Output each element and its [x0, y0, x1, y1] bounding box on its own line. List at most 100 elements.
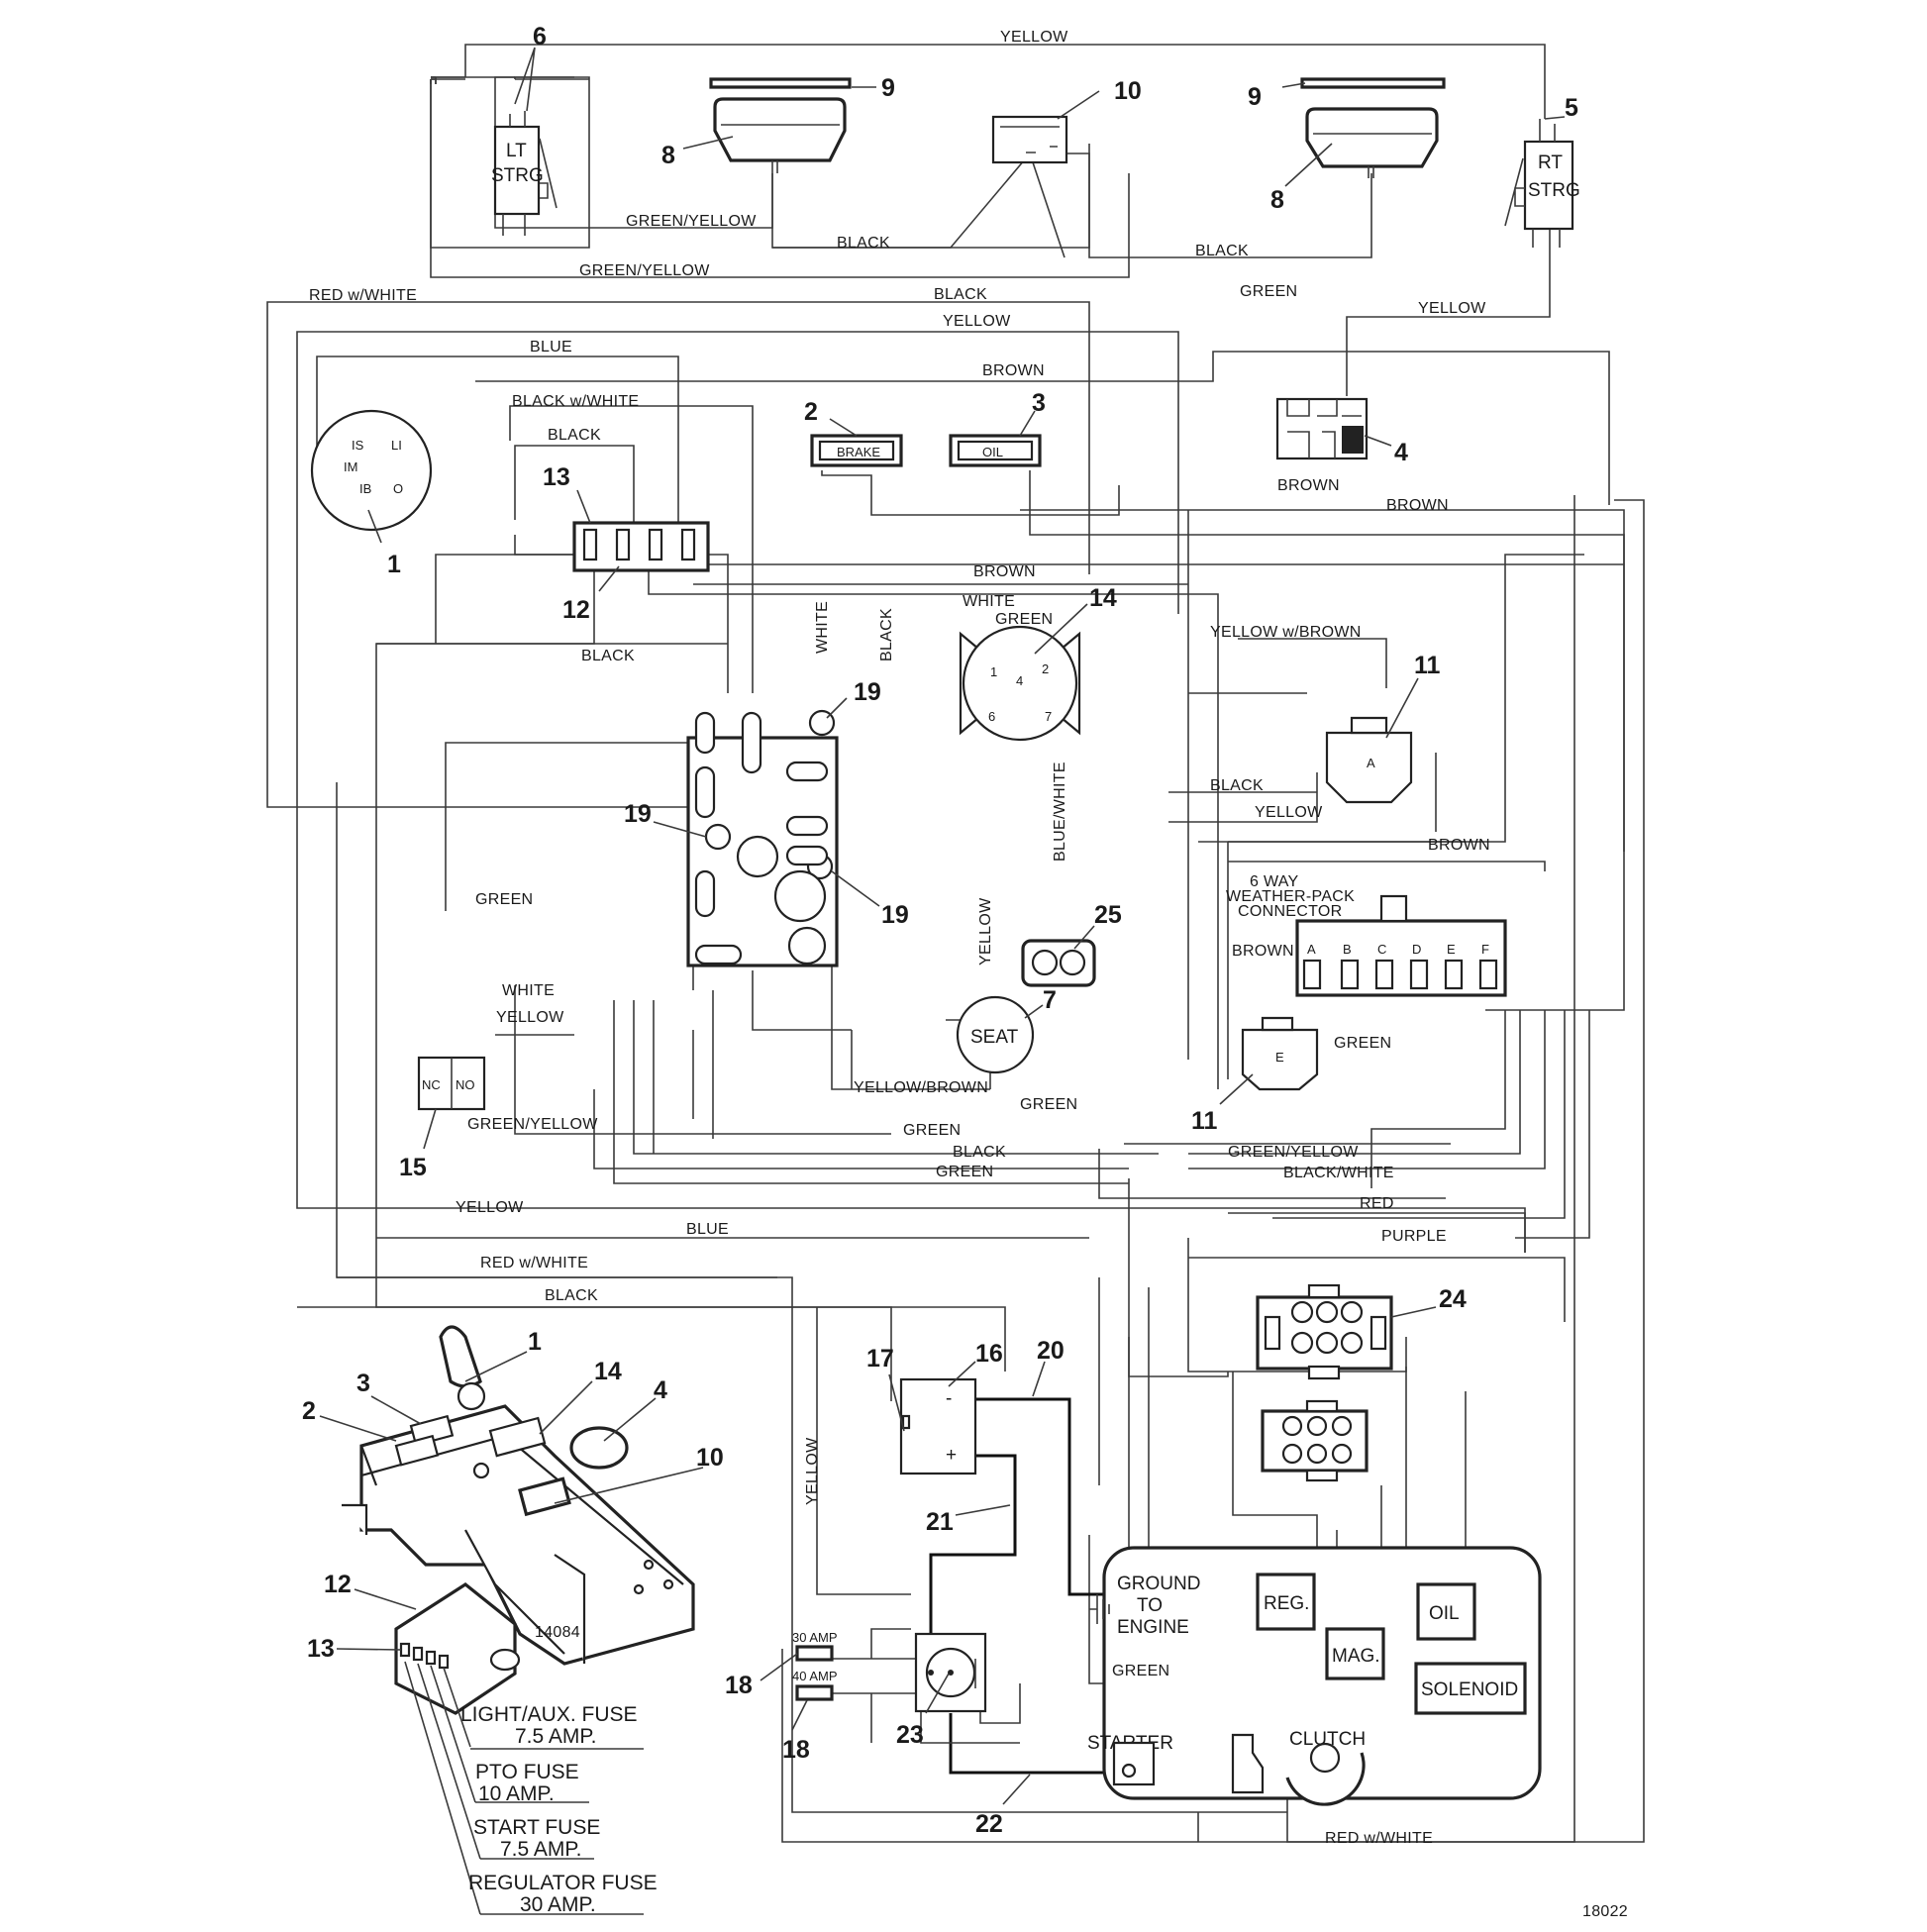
weather-pack-connector: A B C D E F 6 WAY WEATHER-PACK CONNECTOR — [1226, 873, 1507, 997]
wire-label: YELLOW — [943, 313, 1011, 330]
wire-label: BLACK — [953, 1144, 1006, 1161]
sw14-pin6: 6 — [988, 709, 995, 724]
headlight-left — [709, 77, 852, 173]
nc-no-switch: NC NO — [417, 1056, 486, 1111]
battery: - + — [899, 1377, 977, 1475]
weather-pack-line2: WEATHER-PACK — [1226, 888, 1355, 905]
lt-steering-switch: LT STRG — [491, 111, 558, 236]
callout-17: 17 — [866, 1345, 894, 1373]
oil-label: OIL — [982, 445, 1003, 459]
wire-label: BLACK — [548, 427, 601, 444]
key-li: LI — [391, 438, 402, 453]
nc-label: NC — [422, 1077, 441, 1092]
starter-solenoid — [914, 1632, 987, 1713]
callout-20: 20 — [1037, 1337, 1065, 1365]
callout-22: 22 — [975, 1810, 1003, 1838]
callout-7: 7 — [1043, 986, 1057, 1014]
pin-a: A — [1307, 942, 1316, 957]
clutch-label: CLUTCH — [1289, 1729, 1366, 1750]
wire-label: BROWN — [1386, 497, 1449, 514]
wire-label: BROWN — [982, 362, 1045, 379]
pto-fuse-amp: 10 AMP. — [478, 1782, 555, 1805]
lt-label: LT — [506, 141, 527, 161]
wire-label: GREEN/YELLOW — [626, 213, 757, 230]
wire-label: BLUE — [686, 1221, 729, 1238]
regulator-fuse-amp: 30 AMP. — [520, 1893, 596, 1916]
strg-label-right: STRG — [1528, 180, 1580, 201]
wire-label: GREEN — [1020, 1096, 1077, 1113]
callout-8-left: 8 — [661, 142, 675, 169]
wire-label: BLACK — [934, 286, 987, 303]
wire-label: BLACK w/WHITE — [512, 393, 639, 410]
strg-label-left: STRG — [491, 165, 544, 186]
wire-label: RED w/WHITE — [480, 1255, 588, 1271]
reg-label: REG. — [1264, 1593, 1309, 1614]
key-im: IM — [344, 459, 357, 474]
callout-15: 15 — [399, 1154, 427, 1181]
wire-label: GREEN/YELLOW — [1228, 1144, 1359, 1161]
wire-label: RED w/WHITE — [309, 287, 417, 304]
start-fuse-name: START FUSE — [473, 1816, 600, 1839]
wire-label: YELLOW — [1418, 300, 1486, 317]
key-switch: IS LI IM IB O — [310, 409, 433, 532]
inset-callouts: 1 3 2 14 4 10 12 13 — [302, 1328, 724, 1663]
inset-callout-1: 1 — [528, 1328, 542, 1356]
wire-label: YELLOW w/BROWN — [1210, 624, 1362, 641]
wire-label: GREEN — [475, 891, 533, 908]
callout-23: 23 — [896, 1721, 924, 1749]
wire-label: BLACK/WHITE — [1283, 1165, 1394, 1181]
pin-e: E — [1447, 942, 1456, 957]
wire-label: BROWN — [973, 563, 1036, 580]
callout-21: 21 — [926, 1508, 954, 1536]
callout-8-right: 8 — [1270, 186, 1284, 214]
inset-callout-14: 14 — [594, 1358, 622, 1385]
callout-5: 5 — [1565, 94, 1578, 122]
relay-lower: E — [1241, 1016, 1319, 1091]
inset-figure-id: 14084 — [535, 1624, 580, 1641]
light-aux-fuse-amp: 7.5 AMP. — [515, 1725, 597, 1748]
pto-clutch-switch: 1 2 4 6 7 — [959, 625, 1081, 742]
oil-switch: OIL — [949, 434, 1042, 467]
ground-label-3: ENGINE — [1117, 1617, 1189, 1638]
no-label: NO — [456, 1077, 475, 1092]
callout-6: 6 — [533, 23, 547, 51]
callout-19-top: 19 — [854, 678, 881, 706]
sw14-pin1: 1 — [990, 664, 997, 679]
pin-c: C — [1377, 942, 1386, 957]
wire-label: YELLOW — [1000, 29, 1068, 46]
callout-13: 13 — [543, 463, 570, 491]
wire-label: YELLOW — [456, 1199, 524, 1216]
wire-label: GREEN — [936, 1164, 993, 1180]
inset-callout-12: 12 — [324, 1571, 352, 1598]
wire-label: RED — [1360, 1195, 1394, 1212]
fuse-30-amp: 30 AMP — [792, 1630, 838, 1662]
wire-label: WHITE — [963, 593, 1015, 610]
callout-16: 16 — [975, 1340, 1003, 1368]
wire-label: BLACK — [545, 1287, 598, 1304]
inset-callout-2: 2 — [302, 1397, 316, 1425]
relay-a-label: A — [1367, 756, 1375, 770]
callout-24: 24 — [1439, 1285, 1467, 1313]
callout-19-bottom: 19 — [881, 901, 909, 929]
oil-engine-label: OIL — [1429, 1603, 1460, 1624]
callout-14: 14 — [1089, 584, 1117, 612]
wire-label: BLUE — [530, 339, 572, 356]
solenoid-label: SOLENOID — [1421, 1679, 1518, 1700]
sw14-pin4: 4 — [1016, 673, 1023, 688]
inset-callout-4: 4 — [654, 1376, 667, 1404]
wire-label: GREEN/YELLOW — [467, 1116, 598, 1133]
callouts: 6 5 9 9 8 8 10 1 13 12 2 3 4 14 19 19 19… — [367, 23, 1578, 1838]
battery-plus: + — [946, 1445, 957, 1466]
wire-label: YELLOW/BROWN — [854, 1079, 988, 1096]
wire-label: BLACK — [581, 648, 635, 664]
wire-label: WHITE — [502, 982, 555, 999]
ground-label-1: GROUND — [1117, 1574, 1200, 1594]
sw14-pin2: 2 — [1042, 661, 1049, 676]
pto-fuse-name: PTO FUSE — [475, 1761, 579, 1783]
wire-label: GREEN — [1334, 1035, 1391, 1052]
callout-10: 10 — [1114, 77, 1142, 105]
callout-2: 2 — [804, 398, 818, 426]
mag-label: MAG. — [1332, 1646, 1380, 1667]
wire-label: YELLOW — [804, 1437, 821, 1505]
callout-4: 4 — [1394, 439, 1408, 466]
